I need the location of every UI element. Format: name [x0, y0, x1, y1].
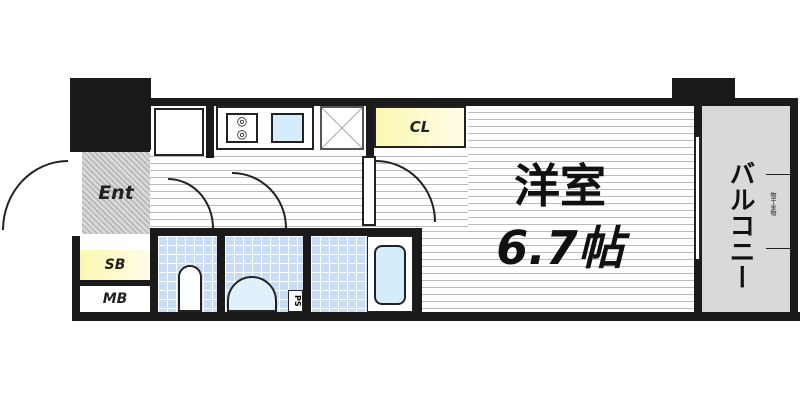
wall-right	[790, 98, 798, 318]
washer-space	[320, 106, 364, 150]
wall-toilet-wash	[217, 232, 225, 314]
pipe-space: PS	[288, 290, 303, 312]
room-door-frame	[362, 156, 376, 226]
sink-icon	[271, 113, 304, 143]
entrance-label: Ent	[98, 182, 134, 204]
closet[interactable]: CL	[374, 106, 466, 148]
toilet-icon	[178, 265, 202, 312]
room-size: 6.7帖	[496, 221, 624, 275]
balcony-window[interactable]	[694, 135, 701, 261]
wall-entrance-side	[150, 228, 158, 314]
wet-wall-top	[150, 228, 422, 236]
drying-bar-top	[766, 174, 790, 175]
closet-label: CL	[409, 118, 431, 136]
drying-hardware-label: 物干金物	[769, 192, 776, 216]
shoe-box-label: SB	[104, 257, 126, 273]
closet-wall	[366, 106, 374, 156]
wall-bath-room	[413, 228, 422, 314]
balcony-label: バルコニー	[725, 160, 755, 290]
fridge-space	[154, 108, 204, 156]
shoe-box[interactable]: SB	[80, 250, 150, 280]
wall-sb-mb	[80, 280, 152, 286]
wall-bottom	[72, 312, 800, 321]
drying-bar-bottom	[766, 248, 790, 249]
wall-wash-bath	[303, 236, 311, 314]
entrance-door[interactable]	[2, 160, 68, 230]
western-room-main	[470, 106, 694, 312]
bathtub-icon	[367, 236, 413, 312]
wall-block-left	[70, 78, 151, 152]
entrance[interactable]: Ent	[82, 152, 150, 234]
wall-left	[72, 236, 80, 316]
meter-box-label: MB	[102, 291, 128, 307]
wall-top	[150, 98, 795, 106]
washbasin-icon	[227, 276, 277, 312]
room-name: 洋室	[514, 159, 606, 213]
bathroom[interactable]	[311, 236, 367, 312]
kitchen-partition	[206, 106, 214, 158]
stove-icon: ◎◎	[226, 113, 258, 143]
meter-box[interactable]: MB	[80, 286, 150, 312]
balcony[interactable]	[702, 106, 790, 312]
